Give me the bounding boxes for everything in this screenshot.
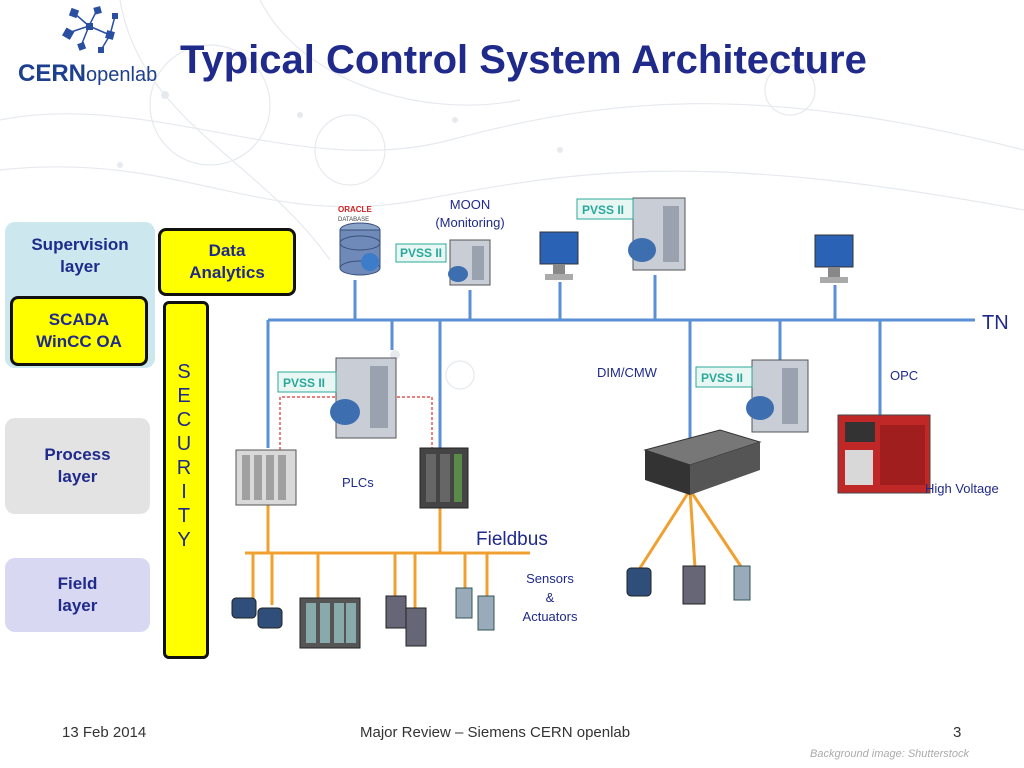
plc-dashed-link	[279, 396, 433, 450]
rack-server-icon	[643, 429, 762, 495]
server-tower-icon-plc	[330, 357, 397, 439]
plc-rack-icon-left	[235, 449, 297, 506]
slide-title: Typical Control System Architecture	[180, 38, 867, 82]
server-tower-icon-dimcmw	[746, 359, 809, 433]
database-label: DATABASE	[338, 217, 369, 223]
data-analytics-box: Data Analytics	[158, 228, 296, 296]
security-letter: I	[181, 481, 187, 503]
logo-brand: CERN	[18, 60, 87, 87]
opc-label: OPC	[890, 368, 919, 383]
supervision-layer-label: Supervision layer	[31, 235, 129, 276]
cern-openlab-logo-icon	[62, 6, 118, 53]
oracle-label: ORACLE	[338, 205, 372, 214]
ampersand-label: &	[545, 590, 555, 605]
actuators-label: Actuators	[522, 609, 578, 624]
plc-rack-icon-right	[419, 447, 469, 509]
footer-center: Major Review – Siemens CERN openlab	[360, 724, 631, 741]
high-voltage-crate-icon	[837, 414, 931, 494]
scada-label: SCADA WinCC OA	[36, 310, 122, 351]
plcs-label: PLCs	[342, 475, 374, 490]
security-letter: R	[176, 457, 192, 479]
tn-network-lines	[266, 275, 975, 450]
server-tower-icon-moon	[448, 239, 491, 286]
scada-wincc-box: SCADA WinCC OA	[10, 296, 148, 366]
security-letter: U	[176, 433, 192, 455]
tn-label: TN	[982, 312, 1009, 334]
sensors-actuators-label: Sensors & Actuators	[510, 569, 590, 626]
moon-label: MOON	[449, 197, 491, 212]
footer-date: 13 Feb 2014	[62, 724, 147, 741]
svg-text:PVSS II: PVSS II	[400, 246, 442, 260]
security-letter: S	[177, 361, 191, 383]
field-layer-panel: Field layer	[5, 558, 150, 632]
svg-text:PVSS II: PVSS II	[582, 203, 624, 217]
data-analytics-label: Data Analytics	[189, 241, 265, 282]
field-device-icons	[231, 565, 751, 649]
dim-cmw-label: DIM/CMW	[597, 365, 657, 380]
monitor-icon-left	[539, 231, 579, 280]
page-number: 3	[953, 724, 962, 741]
security-letter: Y	[177, 529, 191, 551]
sensors-label: Sensors	[526, 571, 574, 586]
high-voltage-label: High Voltage	[925, 481, 999, 496]
field-layer-label: Field layer	[57, 574, 98, 615]
security-letter: C	[176, 409, 192, 431]
process-layer-label: Process layer	[44, 445, 111, 486]
svg-text:PVSS II: PVSS II	[701, 371, 743, 385]
fieldbus-lines	[245, 489, 744, 610]
monitor-icon-right	[814, 234, 854, 283]
background-credit: Background image: Shutterstock	[810, 748, 969, 760]
server-tower-icon-top	[628, 197, 686, 271]
security-letter: E	[177, 385, 191, 407]
security-bar	[163, 301, 209, 659]
monitoring-label: (Monitoring)	[435, 215, 505, 230]
security-letters: S E C U R I T Y	[164, 360, 204, 552]
logo-suffix: openlab	[86, 64, 158, 86]
pvss-badge-icon: PVSS II PVSS II PVSS II PVSS II	[277, 198, 753, 393]
security-letter: T	[177, 505, 191, 527]
svg-text:PVSS II: PVSS II	[283, 376, 325, 390]
process-layer-panel: Process layer	[5, 418, 150, 514]
logo-text: CERNopenlab	[18, 60, 157, 88]
fieldbus-label: Fieldbus	[476, 529, 548, 550]
oracle-database-icon	[339, 222, 381, 276]
